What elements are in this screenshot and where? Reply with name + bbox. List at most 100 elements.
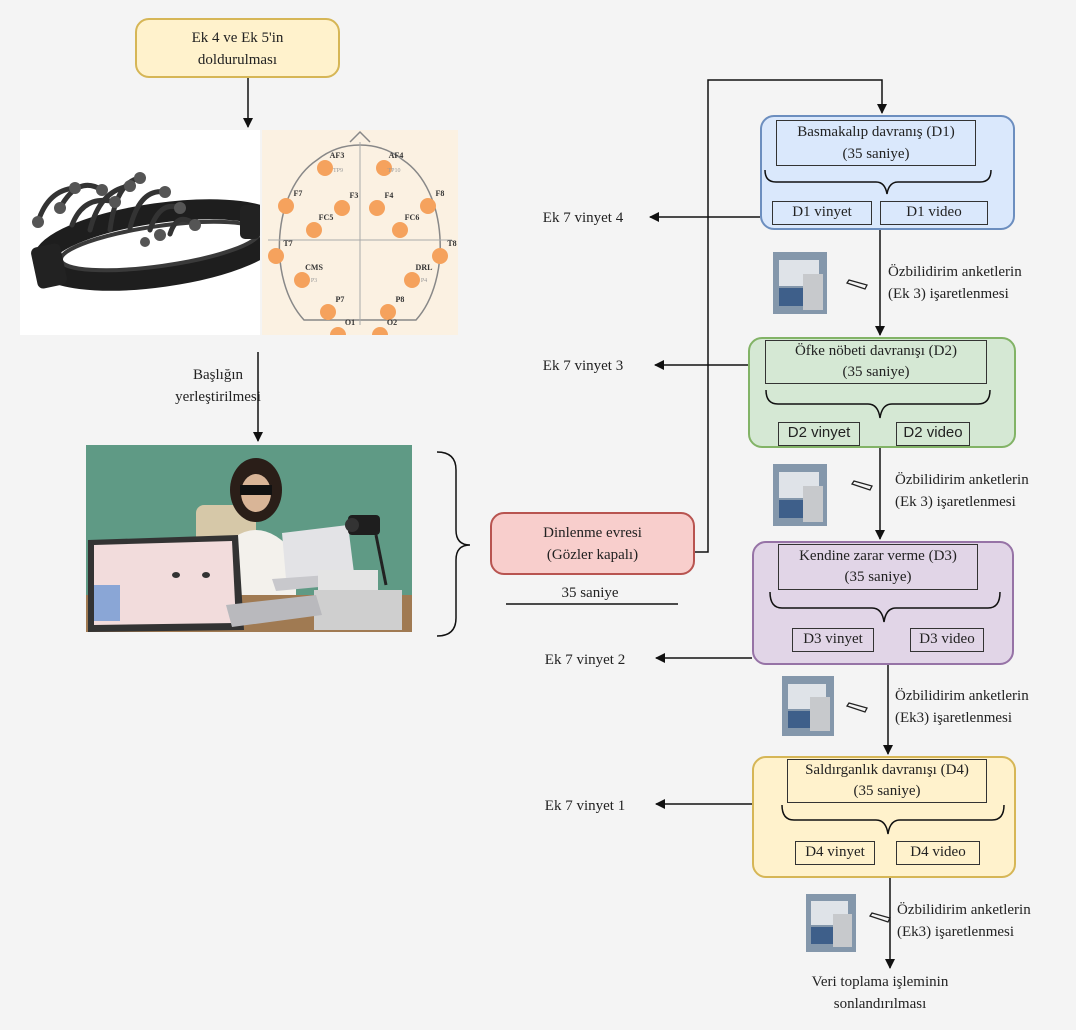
start-line1: Ek 4 ve Ek 5'in: [191, 30, 284, 46]
arrow-rest-to-d1: [695, 79, 887, 553]
electrode-label: FC6: [405, 213, 420, 222]
electrode-label: O2: [387, 318, 397, 327]
stage-d4-video: D4 video: [910, 844, 966, 860]
survey-3-line1: Özbilidirim anketlerin: [895, 688, 1029, 704]
stage-d3-brace: [769, 591, 1001, 623]
electrode-dot: [404, 272, 420, 288]
electrode-dot: [306, 222, 322, 238]
stage-d2-duration: (35 saniye): [842, 364, 910, 380]
stage-d2-video-box: [896, 422, 970, 446]
stage-d3-video-box: [910, 628, 984, 652]
electrode-sublabel: TP9: [333, 168, 343, 174]
survey-4-line1: Özbilidirim anketlerin: [897, 902, 1031, 918]
electrode-sublabel: P4: [421, 278, 427, 284]
stage-d4-title: Saldırganlık davranışı (D4): [805, 762, 969, 778]
electrode-dot: [317, 160, 333, 176]
electrode-dot: [320, 304, 336, 320]
electrode-dot: [278, 198, 294, 214]
electrode-label: DRL: [416, 263, 433, 272]
survey-1-line1: Özbilidirim anketlerin: [888, 264, 1022, 280]
stage-d1-side-label: Ek 7 vinyet 4: [542, 210, 624, 226]
stage-d1-brace: [764, 169, 992, 195]
rest-line1: Dinlenme evresi: [543, 525, 642, 541]
pen-icon: [845, 702, 869, 716]
survey-thumbnail-1: [773, 252, 827, 314]
stage-d3-vignette-box: [792, 628, 874, 652]
electrode-label: F4: [385, 191, 394, 200]
stage-d2-title-frame: [765, 340, 987, 384]
stage-d1-title: Basmakalıp davranış (D1): [797, 124, 955, 140]
stage-d2-title: Öfke nöbeti davranışı (D2): [794, 343, 958, 359]
survey-thumbnail-4: [806, 894, 856, 952]
lab-photo-drawing: [86, 445, 412, 632]
pen-icon: [868, 912, 892, 926]
electrode-dot: [268, 248, 284, 264]
stage-d4-vignette: D4 vinyet: [805, 844, 865, 860]
photo-brace: [436, 451, 471, 637]
stage-d4-duration: (35 saniye): [853, 783, 921, 799]
stage-d4-side-label: Ek 7 vinyet 1: [544, 798, 626, 814]
end-line1: Veri toplama işleminin: [811, 974, 949, 990]
electrode-label: O1: [345, 318, 355, 327]
electrode-label: T8: [447, 239, 456, 248]
survey-3-line2: (Ek3) işaretlenmesi: [895, 710, 1013, 726]
stage-d2-vignette: D2 vinyet: [787, 424, 851, 441]
electrode-dot: [372, 327, 388, 335]
electrode-sublabel: TP10: [387, 168, 400, 174]
start-box: Ek 4 ve Ek 5'in doldurulması: [135, 18, 340, 78]
survey-1-line2: (Ek 3) işaretlenmesi: [888, 286, 1009, 302]
electrode-label: P7: [336, 295, 345, 304]
stage-d1-video: D1 video: [906, 204, 962, 220]
stage-d1-vignette: D1 vinyet: [792, 204, 852, 220]
stage-d4-box: [752, 756, 1016, 878]
electrode-dot: [432, 248, 448, 264]
stage-d1-title-frame: [776, 120, 976, 166]
headset-drawing: [31, 172, 260, 291]
electrode-dot: [330, 327, 346, 335]
stage-d3-video: D3 video: [919, 631, 975, 647]
stage-d1-video-box: [880, 201, 988, 225]
survey-4-line2: (Ek3) işaretlenmesi: [897, 924, 1015, 940]
survey-thumbnail-2: [773, 464, 827, 526]
electrode-dot: [369, 200, 385, 216]
stage-d3-box: [752, 541, 1014, 665]
stage-d3-vignette: D3 vinyet: [803, 631, 863, 647]
stage-d1-vignette-box: [772, 201, 872, 225]
pen-icon: [850, 480, 874, 494]
electrode-label: F3: [350, 191, 359, 200]
electrode-label: T7: [283, 239, 292, 248]
rest-duration: 35 saniye: [561, 585, 619, 601]
stage-d3-duration: (35 saniye): [844, 569, 912, 585]
electrode-dot: [376, 160, 392, 176]
stage-d2-vignette-box: [778, 422, 860, 446]
stage-d2-brace: [765, 389, 991, 419]
stage-d1-duration: (35 saniye): [842, 146, 910, 162]
electrode-dot: [420, 198, 436, 214]
rest-box: Dinlenme evresi (Gözler kapalı): [490, 512, 695, 575]
start-line2: doldurulması: [197, 52, 278, 68]
headset-label-line2: yerleştirilmesi: [175, 389, 261, 405]
survey-2-line1: Özbilidirim anketlerin: [895, 472, 1029, 488]
stage-d2-video: D2 video: [903, 424, 963, 441]
electrode-label: FC5: [319, 213, 334, 222]
electrode-dot: [334, 200, 350, 216]
stage-d1-box: [760, 115, 1015, 230]
stage-d4-vignette-box: [795, 841, 875, 865]
headset-label-line1: Başlığın: [192, 367, 243, 383]
electrode-label: F8: [436, 189, 445, 198]
stage-d3-title-frame: [778, 544, 978, 590]
stage-d4-video-box: [896, 841, 980, 865]
lab-photo: [86, 445, 412, 632]
electrode-dot: [392, 222, 408, 238]
electrode-label: AF3: [330, 151, 345, 160]
electrode-label: F7: [294, 189, 303, 198]
headset-image: [20, 130, 260, 335]
stage-d3-side-label: Ek 7 vinyet 2: [544, 652, 626, 668]
electrode-label: CMS: [305, 263, 323, 272]
pen-icon: [845, 279, 869, 293]
survey-2-line2: (Ek 3) işaretlenmesi: [895, 494, 1016, 510]
